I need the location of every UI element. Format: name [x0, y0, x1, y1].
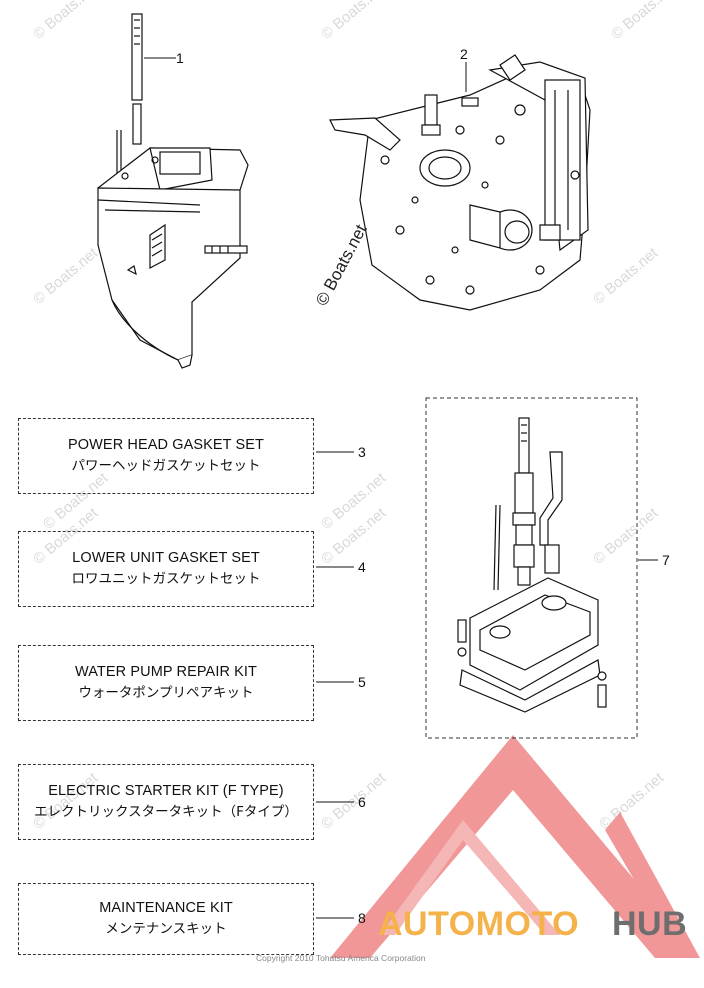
- kit-label-en: LOWER UNIT GASKET SET: [72, 550, 260, 566]
- kit-label-en: MAINTENANCE KIT: [99, 900, 233, 916]
- kit-box-water-pump-repair: WATER PUMP REPAIR KIT ウォータポンプリペアキット: [18, 645, 314, 721]
- callout-number: 2: [460, 46, 468, 62]
- kit-box-7: [425, 397, 638, 739]
- kit-box-lower-unit-gasket: LOWER UNIT GASKET SET ロワユニットガスケットセット: [18, 531, 314, 607]
- kit-label-jp: ロワユニットガスケットセット: [71, 571, 261, 587]
- logo-mark: [330, 735, 700, 958]
- kit-label-en: WATER PUMP REPAIR KIT: [74, 664, 258, 680]
- kit-label-jp: エレクトリックスタータキット（Fタイプ）: [34, 804, 298, 820]
- lower-unit-drawing: [96, 13, 249, 369]
- kit-label-en: ELECTRIC STARTER KIT (F TYPE): [48, 783, 284, 799]
- kit-label-jp: ウォータポンプリペアキット: [78, 685, 254, 701]
- callout-number: 4: [358, 559, 366, 575]
- kit-label-jp: メンテナンスキット: [105, 921, 227, 937]
- kit-box-electric-starter: ELECTRIC STARTER KIT (F TYPE) エレクトリックスター…: [18, 764, 314, 840]
- callout-number: 6: [358, 794, 366, 810]
- kit-label-en: POWER HEAD GASKET SET: [67, 437, 264, 453]
- logo-text-hub: HUB: [612, 905, 688, 943]
- callout-number: 5: [358, 674, 366, 690]
- kit-box-power-head-gasket: POWER HEAD GASKET SET パワーヘッドガスケットセット: [18, 418, 314, 494]
- copyright-text: Copyright 2010 Tohatsu America Corporati…: [256, 953, 426, 963]
- callout-number: 1: [176, 50, 184, 66]
- power-head-drawing: [329, 54, 591, 311]
- callout-number: 7: [662, 552, 670, 568]
- water-pump-kit-drawing: [457, 417, 607, 713]
- callout-number: 8: [358, 910, 366, 926]
- kit-label-jp: パワーヘッドガスケットセット: [71, 458, 261, 474]
- kit-box-maintenance: MAINTENANCE KIT メンテナンスキット: [18, 883, 314, 955]
- callout-number: 3: [358, 444, 366, 460]
- logo-text-automoto: AUTOMOTO: [378, 905, 580, 943]
